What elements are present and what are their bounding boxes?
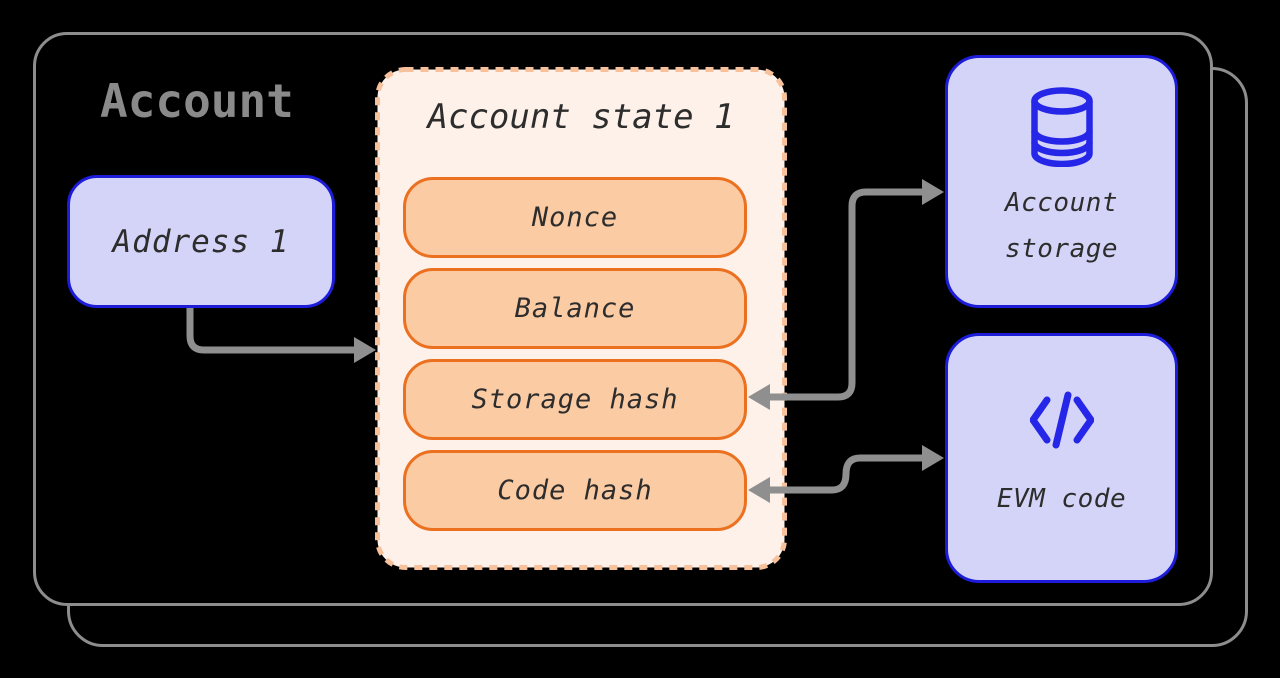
field-nonce: Nonce: [403, 177, 747, 258]
account-storage-box: Account storage: [945, 55, 1178, 308]
account-storage-label-line1: Account: [1004, 188, 1119, 218]
account-storage-label-line2: storage: [1004, 234, 1119, 264]
field-code-hash: Code hash: [403, 450, 747, 531]
account-storage-label: Account storage: [1005, 180, 1118, 272]
evm-code-box: EVM code: [945, 333, 1178, 583]
account-frame-title: Account: [100, 74, 294, 128]
account-state-fields: Nonce Balance Storage hash Code hash: [403, 177, 747, 531]
field-balance-label: Balance: [514, 293, 636, 324]
field-code-hash-label: Code hash: [497, 475, 653, 506]
code-icon: [1029, 391, 1094, 453]
field-storage-hash: Storage hash: [403, 359, 747, 440]
field-storage-hash-label: Storage hash: [471, 384, 679, 415]
database-icon: [1030, 87, 1094, 171]
address-box: Address 1: [67, 175, 335, 308]
field-balance: Balance: [403, 268, 747, 349]
account-state-title: Account state 1: [427, 97, 735, 137]
account-state-panel: Account state 1 Nonce Balance Storage ha…: [375, 67, 787, 570]
field-nonce-label: Nonce: [531, 202, 619, 233]
address-label: Address 1: [112, 223, 290, 260]
evm-code-label: EVM code: [996, 484, 1127, 514]
